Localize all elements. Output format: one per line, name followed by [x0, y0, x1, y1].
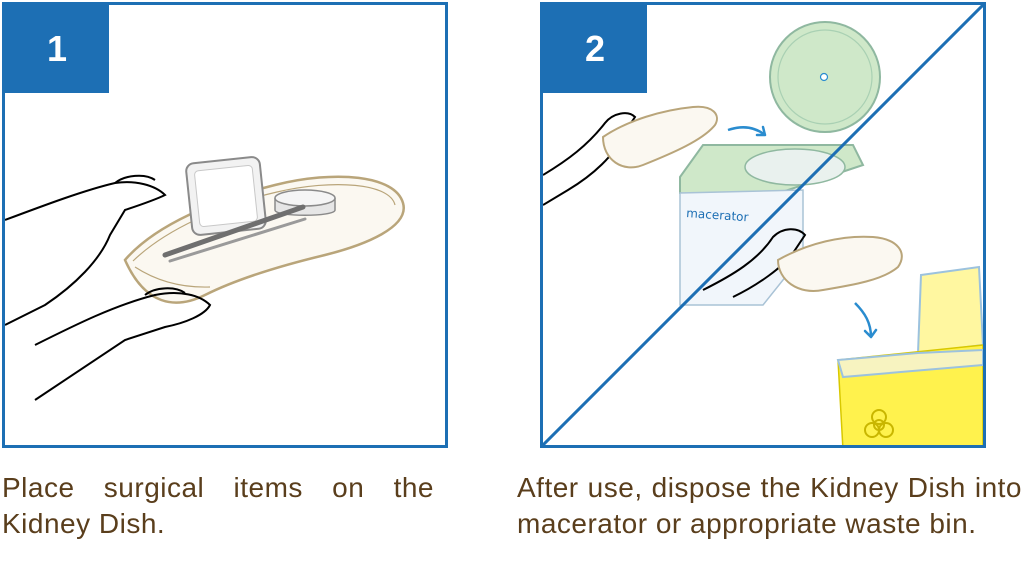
- step-1-badge: 1: [5, 5, 109, 93]
- macerator-lid-icon: [770, 22, 880, 132]
- hand-support-icon: [35, 293, 210, 400]
- step-2-caption: After use, dispose the Kidney Dish into …: [517, 470, 1022, 542]
- biohazard-bin-icon: [838, 267, 983, 445]
- step-2-panel: 2 macerator: [540, 2, 986, 448]
- arrow-to-bin-icon: [855, 303, 871, 337]
- step-2-badge: 2: [543, 5, 647, 93]
- step-1-caption: Place surgical items on the Kidney Dish.: [2, 470, 434, 542]
- step-1-panel: 1: [2, 2, 448, 448]
